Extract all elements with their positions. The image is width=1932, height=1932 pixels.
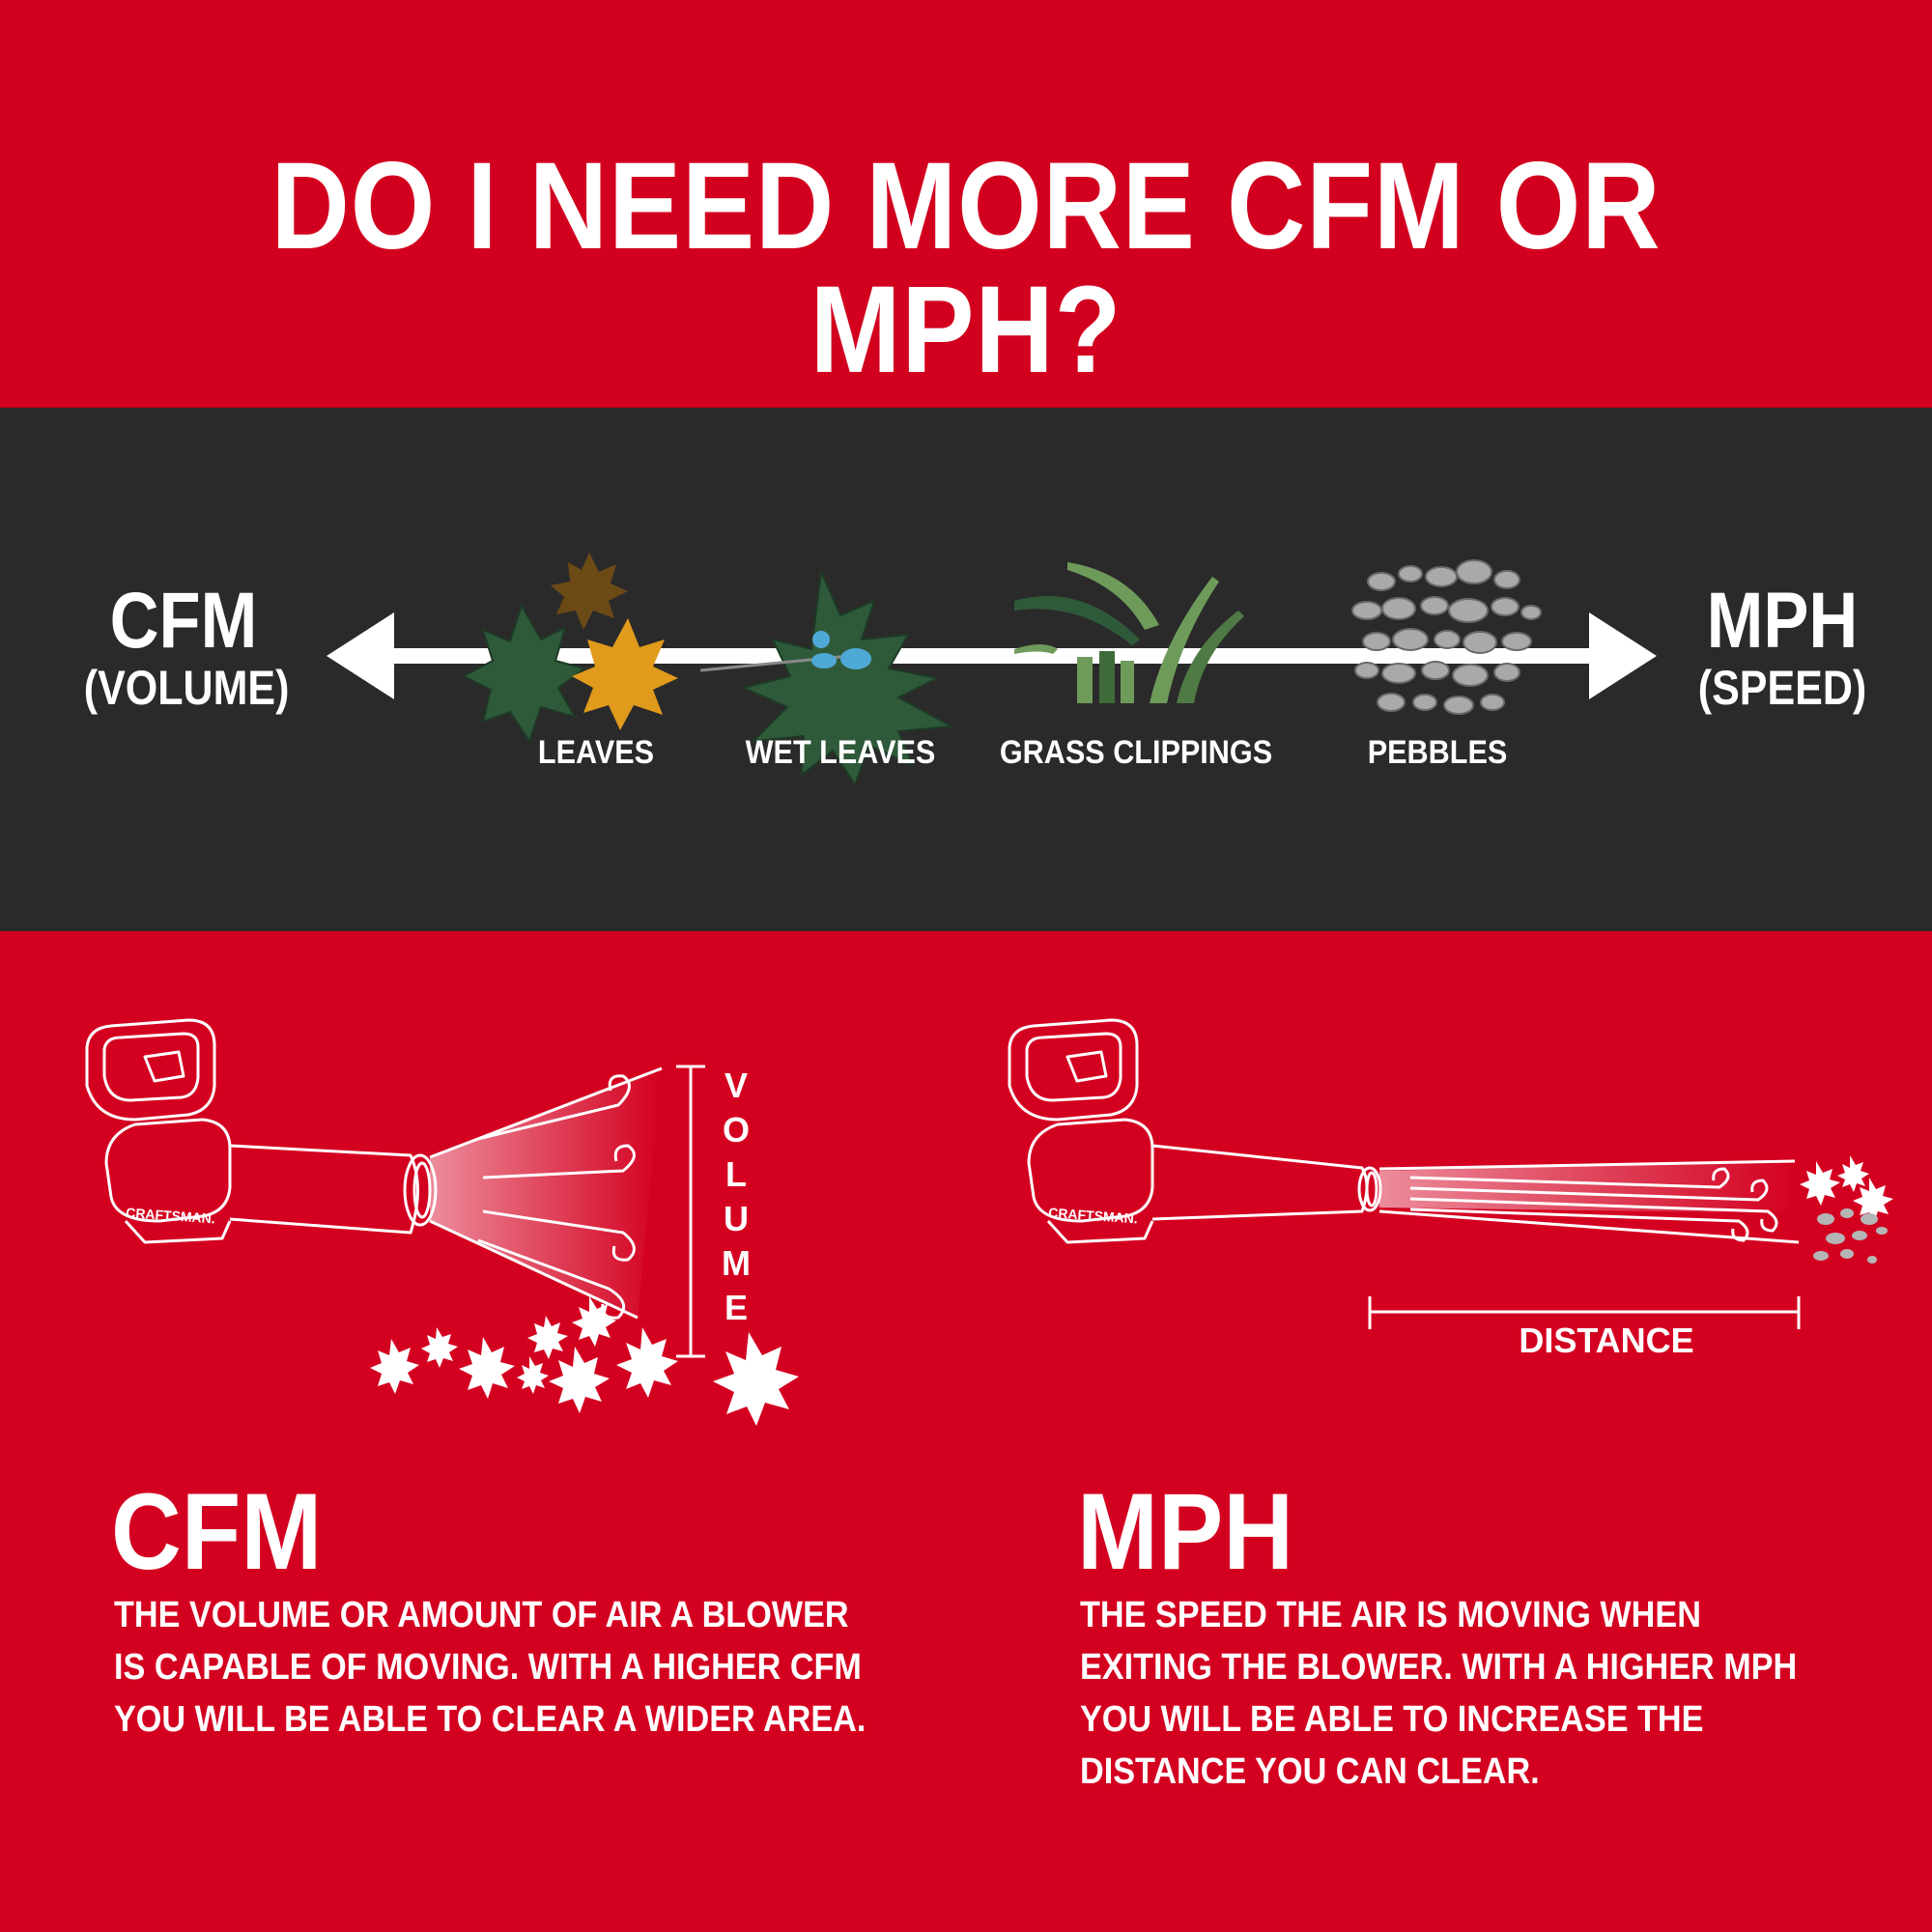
header-panel — [0, 0, 1932, 408]
volume-letter: E — [724, 1288, 748, 1327]
scale-left-label: CFM (VOLUME) — [68, 577, 299, 716]
item-label-leaves: LEAVES — [537, 734, 655, 771]
brand-mark-right: CRAFTSMAN. — [1048, 1205, 1138, 1226]
scale-right-label: MPH (SPEED) — [1676, 577, 1889, 716]
distance-label: DISTANCE — [1519, 1321, 1693, 1360]
item-label-pebbles: PEBBLES — [1367, 734, 1508, 771]
mph-description-line: THE SPEED THE AIR IS MOVING WHEN — [1080, 1595, 1701, 1635]
leaves-icon — [461, 553, 678, 744]
blower-mph-illustration: CRAFTSMAN. — [1008, 1018, 1382, 1244]
definitions-panel — [0, 931, 1932, 1932]
airflow-cone-wide — [430, 1066, 662, 1318]
mph-title: MPH — [1077, 1471, 1294, 1592]
airflow-lines-narrow — [1378, 1159, 1800, 1244]
distance-indicator — [1368, 1296, 1801, 1329]
scale-graphic — [327, 553, 1657, 787]
wet-leaf-icon — [699, 568, 955, 787]
mph-description-line: DISTANCE YOU CAN CLEAR. — [1080, 1751, 1540, 1792]
speed-sublabel: (SPEED) — [1697, 661, 1867, 716]
pebbles-icon — [1351, 559, 1542, 715]
cfm-title: CFM — [111, 1471, 323, 1592]
headline: DO I NEED MORE CFM OR MPH? — [270, 137, 1662, 399]
brand-mark-left: CRAFTSMAN. — [126, 1205, 215, 1226]
item-label-grass-clippings: GRASS CLIPPINGS — [999, 734, 1273, 771]
item-label-wet-leaves: WET LEAVES — [745, 734, 936, 771]
cfm-description-line: THE VOLUME OR AMOUNT OF AIR A BLOWER — [114, 1595, 849, 1635]
volume-letter: U — [724, 1199, 749, 1238]
volume-indicator — [676, 1065, 705, 1358]
grass-icon — [1014, 562, 1244, 703]
volume-letter: V — [724, 1065, 748, 1105]
cfm-label: CFM — [109, 577, 258, 665]
mph-description: THE SPEED THE AIR IS MOVING WHEN EXITING… — [1080, 1589, 1797, 1798]
volume-letter: L — [725, 1154, 747, 1194]
volume-letter: M — [722, 1243, 751, 1283]
volume-letter: O — [723, 1110, 750, 1150]
mph-description-line: YOU WILL BE ABLE TO INCREASE THE — [1080, 1699, 1704, 1740]
cfm-description-line: IS CAPABLE OF MOVING. WITH A HIGHER CFM — [114, 1647, 862, 1688]
volume-sublabel: (VOLUME) — [83, 661, 290, 716]
cfm-description: THE VOLUME OR AMOUNT OF AIR A BLOWER IS … — [114, 1589, 866, 1746]
debris-icon — [1800, 1155, 1893, 1264]
blower-cfm-illustration: CRAFTSMAN. — [85, 1018, 438, 1244]
double-arrow-icon — [327, 612, 1657, 699]
cfm-description-line: YOU WILL BE ABLE TO CLEAR A WIDER AREA. — [114, 1699, 867, 1740]
falling-leaves-icon — [370, 1296, 799, 1426]
mph-label: MPH — [1706, 577, 1859, 665]
mph-description-line: EXITING THE BLOWER. WITH A HIGHER MPH — [1080, 1647, 1798, 1688]
